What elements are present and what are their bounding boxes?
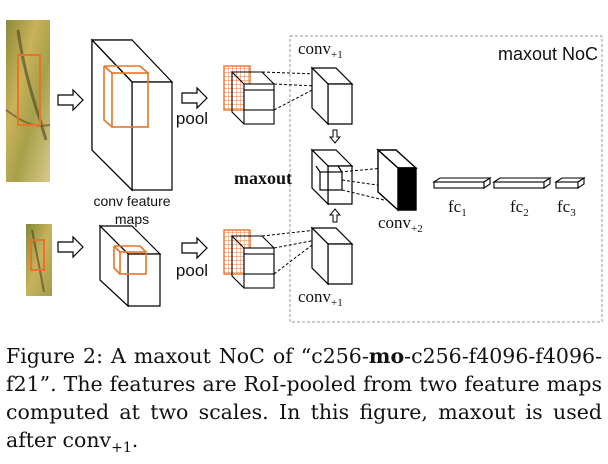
pooled-roi-bottom bbox=[223, 229, 275, 289]
conv-plus1-top bbox=[310, 66, 354, 126]
roi-box-conv-large bbox=[103, 65, 149, 128]
maxout-noc-region bbox=[289, 35, 603, 323]
arrow-conv-top-to-maxout bbox=[328, 129, 342, 144]
arrow-conv-bottom-to-maxout bbox=[328, 208, 342, 223]
maxout-noc-label: maxout NoC bbox=[498, 44, 598, 64]
pool-label-top: pool bbox=[176, 109, 208, 128]
projection-maxout-2 bbox=[341, 179, 385, 187]
projection-maxout-1 bbox=[339, 167, 385, 173]
figure-caption: Figure 2: A maxout NoC of “c256-mo-c256-… bbox=[6, 342, 602, 462]
roi-box-image-large bbox=[17, 54, 41, 126]
caption-suffix: . bbox=[131, 428, 139, 452]
arrow-conv-to-pool-bottom bbox=[181, 236, 208, 260]
fc2-label: fc2 bbox=[510, 197, 529, 219]
projection-top-3 bbox=[273, 87, 317, 111]
caption-mid: -c256-f4096-f4096-f21”. The features are… bbox=[6, 344, 602, 452]
pool-label-bottom: pool bbox=[176, 261, 208, 280]
fc2-block bbox=[492, 176, 552, 190]
maxout-label: maxout bbox=[234, 168, 292, 188]
caption-bold: mo bbox=[368, 344, 405, 368]
conv-feature-label-line2: maps bbox=[115, 211, 149, 227]
fc3-label: fc3 bbox=[557, 197, 576, 219]
figure-diagram: maxout NoC conv feature maps bbox=[5, 20, 603, 323]
projection-bot-3 bbox=[273, 241, 317, 275]
conv-bottom-label: conv+1 bbox=[298, 287, 343, 309]
pooled-roi-top bbox=[223, 65, 275, 125]
arrow-conv-to-pool-top bbox=[181, 86, 208, 110]
roi-box-image-small bbox=[30, 239, 45, 271]
projection-maxout-3 bbox=[341, 189, 385, 201]
roi-box-conv-small bbox=[113, 245, 147, 275]
conv-feature-label-line1: conv feature bbox=[93, 193, 170, 209]
maxout-block bbox=[310, 148, 354, 206]
conv-plus1-bottom bbox=[310, 226, 354, 286]
projection-bot-2 bbox=[273, 239, 317, 249]
input-image-large bbox=[5, 20, 51, 182]
arrow-image-to-conv-bottom bbox=[57, 235, 84, 259]
arrow-image-to-conv-top bbox=[57, 88, 84, 112]
conv-plus2-block bbox=[376, 148, 418, 212]
caption-sub: +1 bbox=[111, 440, 132, 457]
projection-top-2 bbox=[273, 83, 317, 87]
fc1-block bbox=[432, 176, 492, 190]
fc1-label: fc1 bbox=[448, 197, 467, 219]
projection-bot-1 bbox=[261, 229, 317, 237]
fc3-block bbox=[554, 176, 586, 190]
conv-feature-map-small bbox=[98, 224, 162, 308]
conv-mid-label: conv+2 bbox=[378, 213, 423, 235]
projection-top-1 bbox=[261, 71, 317, 75]
caption-prefix: Figure 2: A maxout NoC of “c256- bbox=[6, 344, 369, 368]
conv-top-label: conv+1 bbox=[298, 39, 343, 61]
input-image-small bbox=[26, 224, 52, 296]
